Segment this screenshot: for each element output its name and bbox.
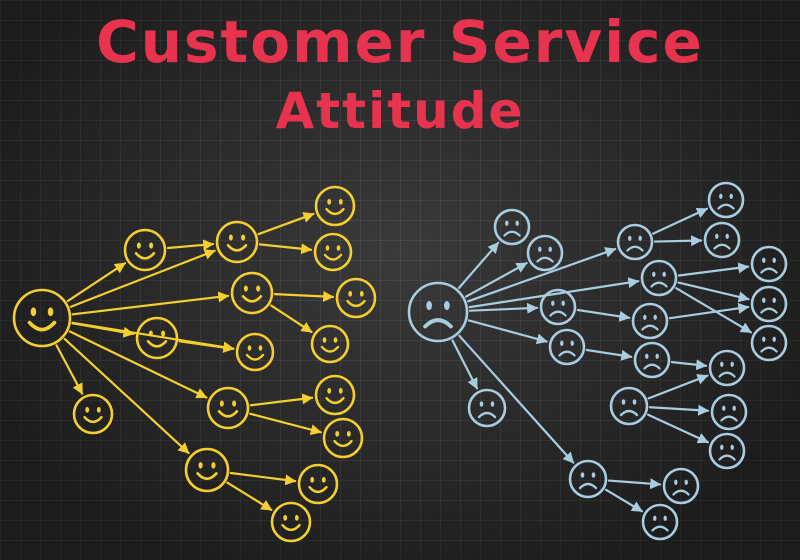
arrow xyxy=(647,374,709,400)
smiley-face-icon xyxy=(314,185,356,227)
frowning-face-icon xyxy=(633,341,671,379)
arrow xyxy=(604,488,644,513)
smiley-face-icon xyxy=(322,417,364,459)
arrow xyxy=(166,239,215,251)
smiley-face-icon xyxy=(270,501,312,543)
arrow xyxy=(607,478,662,490)
arrow xyxy=(69,249,216,308)
arrow xyxy=(670,359,708,371)
arrow xyxy=(270,304,313,334)
arrow xyxy=(249,393,314,407)
frowning-face-icon xyxy=(641,503,679,541)
arrow xyxy=(464,262,528,298)
arrow xyxy=(677,281,750,303)
central-frowning-face-icon xyxy=(407,281,469,343)
frowning-face-icon xyxy=(662,467,700,505)
arrow xyxy=(249,412,322,436)
frowning-face-icon xyxy=(750,285,788,323)
arrow xyxy=(585,348,633,361)
arrow xyxy=(178,340,235,353)
arrow xyxy=(576,308,631,322)
arrow xyxy=(668,302,750,320)
positive-network xyxy=(12,185,377,543)
smiley-face-icon xyxy=(314,374,356,416)
frowning-face-icon xyxy=(708,432,746,470)
smiley-face-icon xyxy=(230,271,274,315)
smiley-face-icon xyxy=(135,316,179,360)
smiley-face-icon xyxy=(215,220,259,264)
frowning-face-icon xyxy=(640,259,678,297)
frowning-face-icon xyxy=(750,324,788,362)
frowning-face-icon xyxy=(539,288,577,326)
frowning-face-icon xyxy=(467,388,507,428)
frowning-face-icon xyxy=(493,208,531,246)
smiley-face-icon xyxy=(335,277,377,319)
frowning-face-icon xyxy=(707,181,745,219)
arrow xyxy=(646,413,710,444)
frowning-face-icon xyxy=(708,349,746,387)
frowning-face-icon xyxy=(526,234,564,272)
smiley-face-icon xyxy=(313,232,353,272)
central-smiley-face-icon xyxy=(12,288,72,348)
arrow xyxy=(451,339,479,390)
smiley-face-icon xyxy=(310,324,350,364)
title-line-2: Attitude xyxy=(275,82,525,140)
frowning-face-icon xyxy=(616,223,654,261)
arrow xyxy=(675,287,753,334)
smiley-face-icon xyxy=(297,463,339,505)
arrow xyxy=(229,471,297,486)
arrow xyxy=(226,481,273,511)
frowning-face-icon xyxy=(568,459,608,499)
arrow xyxy=(71,291,230,316)
frowning-face-icon xyxy=(710,393,748,431)
frowning-face-icon xyxy=(703,221,741,259)
smiley-face-icon xyxy=(72,393,114,435)
frowning-face-icon xyxy=(548,328,586,366)
arrow xyxy=(66,262,127,303)
negative-network xyxy=(407,181,788,541)
frowning-face-icon xyxy=(631,302,669,340)
arrow xyxy=(457,241,500,289)
arrow xyxy=(63,337,190,455)
arrow xyxy=(257,212,315,236)
arrow xyxy=(273,290,335,302)
arrow xyxy=(68,330,208,399)
frowning-face-icon xyxy=(609,386,649,426)
arrow xyxy=(467,247,617,303)
arrow xyxy=(652,207,709,235)
arrow xyxy=(55,344,84,395)
smiley-face-icon xyxy=(123,228,167,272)
arrow xyxy=(648,404,710,416)
arrow xyxy=(653,235,703,247)
arrow xyxy=(677,262,750,277)
arrow xyxy=(258,243,313,255)
arrow xyxy=(468,277,640,309)
frowning-face-icon xyxy=(750,245,788,283)
arrow xyxy=(467,319,548,345)
arrow xyxy=(468,302,539,314)
smiley-face-icon xyxy=(184,447,230,493)
title-line-1: Customer Service xyxy=(96,8,704,76)
smiley-face-icon xyxy=(206,386,250,430)
smiley-face-icon xyxy=(235,332,275,372)
arrow xyxy=(458,334,575,464)
